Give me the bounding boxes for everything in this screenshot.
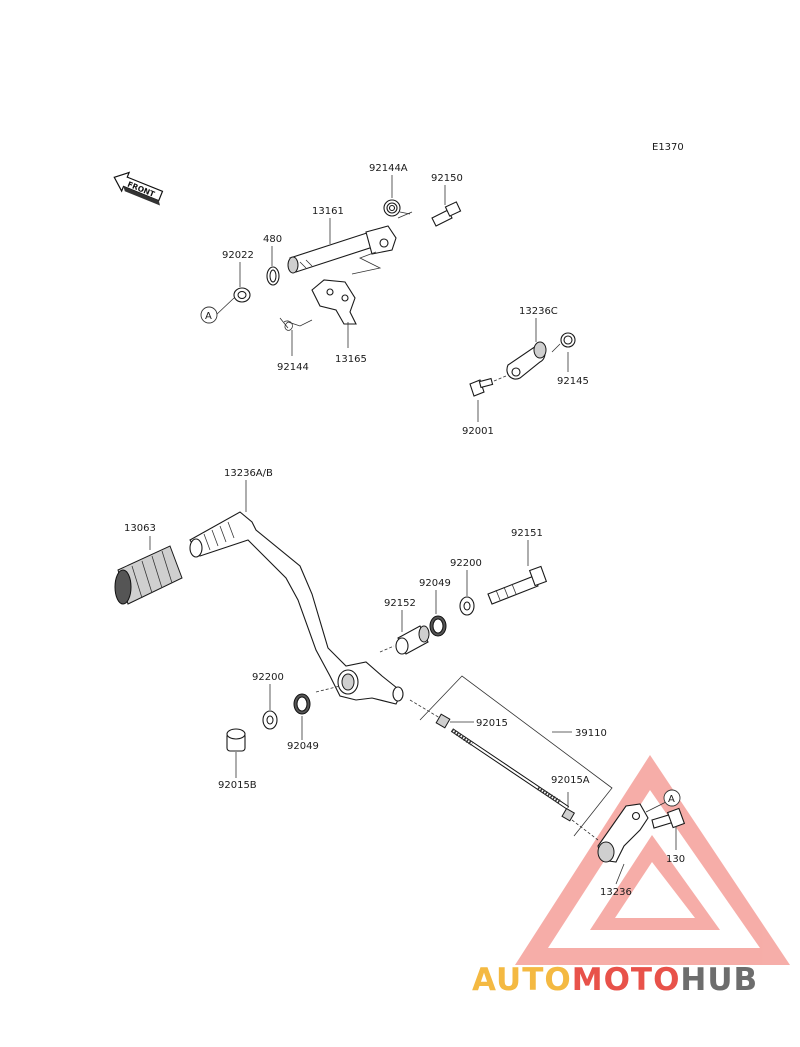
callout-92015A: 92015A [551,775,590,786]
callout-92049-left: 92049 [287,741,319,752]
callout-92152: 92152 [384,598,416,609]
pin-92150 [431,201,462,227]
callout-13236AB: 13236A/B [224,468,273,479]
spring-92144A [383,199,411,217]
reference-a-marker-right: A [663,789,681,807]
shift-shaft-13161 [287,225,397,274]
cap-nut-92015B [226,728,246,752]
leader-lines-13236C [477,318,569,422]
reference-a-label-top: A [205,311,212,322]
bolt-130 [651,807,686,829]
front-arrow-icon: FRONT [113,171,164,206]
reference-a-label-right: A [668,794,675,805]
arm-13165 [311,279,357,325]
washer-92022 [233,287,251,303]
callout-13063: 13063 [124,523,156,534]
watermark-hub: HUB [680,962,759,998]
callout-39110: 39110 [575,728,607,739]
callout-92015B: 92015B [218,780,257,791]
callout-92200-left: 92200 [252,672,284,683]
shift-pedal-13236AB [189,511,404,705]
bolt-92151 [487,565,548,605]
callout-92144A: 92144A [369,163,408,174]
watermark-logo-triangle [515,755,790,965]
washer-92200-right [459,596,475,616]
leader-lines-lower [149,480,677,885]
callout-92049-right: 92049 [419,578,451,589]
callout-13161: 13161 [312,206,344,217]
callout-92144: 92144 [277,362,309,373]
tie-rod-39110 [450,728,570,810]
nut-92015A [561,807,576,822]
callout-13236: 13236 [600,887,632,898]
reference-a-marker-top: A [200,306,218,324]
callout-92200-right: 92200 [450,558,482,569]
washer-92200-left [262,710,278,730]
callout-92022: 92022 [222,250,254,261]
spring-92145 [551,332,576,353]
footpeg-rubber-13063 [114,545,183,605]
callout-92151: 92151 [511,528,543,539]
watermark-auto: AUTO [472,962,572,998]
callout-92150: 92150 [431,173,463,184]
callout-13165: 13165 [335,354,367,365]
callout-480: 480 [263,234,282,245]
lever-13236C [506,341,547,380]
callout-130: 130 [666,854,685,865]
watermark-moto: MOTO [571,962,681,998]
callout-92145: 92145 [557,376,589,387]
sleeve-92152 [395,625,430,655]
callout-92001: 92001 [462,426,494,437]
spring-92144 [279,317,313,331]
watermark-logo-text: AUTOMOTOHUB [472,962,800,998]
callout-13236C: 13236C [519,306,558,317]
nut-92015 [435,713,451,729]
callout-92015: 92015 [476,718,508,729]
leader-lines-upper [215,175,446,356]
bolt-92001 [469,377,494,397]
circlip-480 [266,266,280,286]
callout-labels: 92144A 92150 13161 480 92022 92144 13165… [124,163,685,898]
lever-13236 [597,803,649,863]
diagram-code: E1370 [652,142,684,153]
